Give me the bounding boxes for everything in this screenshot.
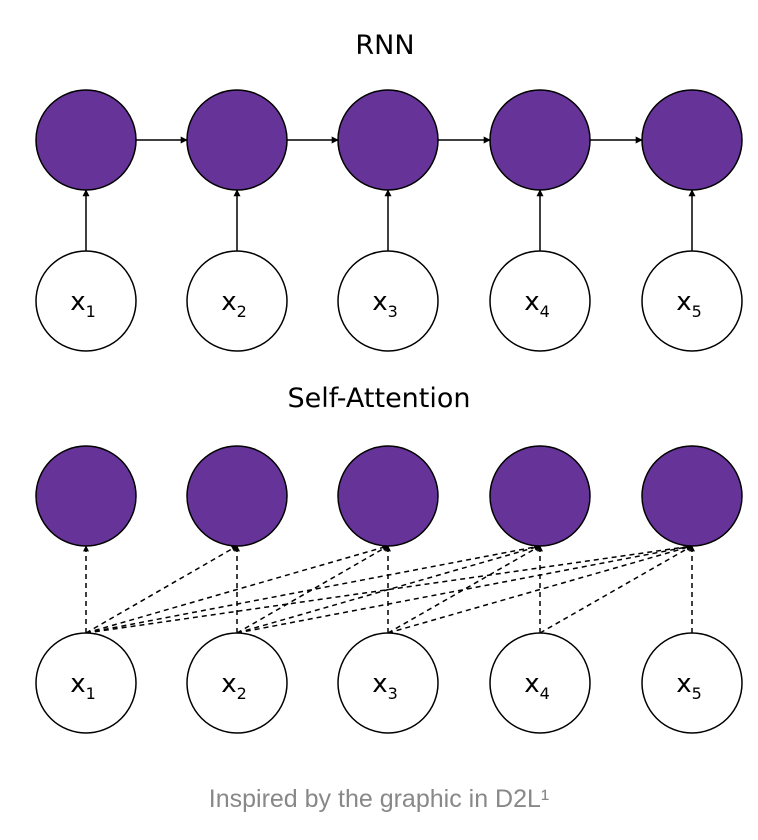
figure-caption: Inspired by the graphic in D2L¹	[208, 785, 550, 813]
rnn-input-node-5	[641, 250, 743, 352]
rnn-input-node-4	[489, 250, 591, 352]
rnn-input-node-2	[186, 250, 288, 352]
attention-hidden-node-2	[186, 445, 288, 547]
attention-hidden-node-5	[641, 445, 743, 547]
attention-input-node-1	[35, 632, 137, 734]
attention-attention-arrow	[85, 545, 238, 634]
rnn-hidden-node-5	[641, 89, 743, 191]
attention-attention-arrow	[85, 544, 541, 634]
attention-attention-arrow	[236, 544, 541, 634]
rnn-hidden-node-1	[35, 89, 137, 191]
rnn-hidden-node-4	[489, 89, 591, 191]
attention-input-node-3	[337, 632, 439, 734]
attention-hidden-node-3	[337, 445, 439, 547]
attention-input-node-4	[489, 632, 591, 734]
attention-attention-arrow	[539, 545, 693, 634]
rnn-hidden-node-3	[337, 89, 439, 191]
rnn-input-node-3	[337, 250, 439, 352]
attention-hidden-node-4	[489, 445, 591, 547]
rnn-title: RNN	[355, 30, 414, 61]
attention-attention-arrow	[387, 544, 693, 634]
attention-attention-arrow	[236, 544, 693, 634]
self-attention-title: Self-Attention	[287, 383, 470, 414]
attention-hidden-node-1	[35, 445, 137, 547]
attention-attention-arrow	[85, 544, 389, 634]
rnn-input-node-1	[35, 250, 137, 352]
attention-input-node-5	[641, 632, 743, 734]
attention-attention-arrow	[236, 545, 389, 634]
attention-input-node-2	[186, 632, 288, 734]
attention-attention-arrow	[85, 543, 693, 634]
attention-attention-arrow	[387, 545, 541, 634]
rnn-hidden-node-2	[186, 89, 288, 191]
